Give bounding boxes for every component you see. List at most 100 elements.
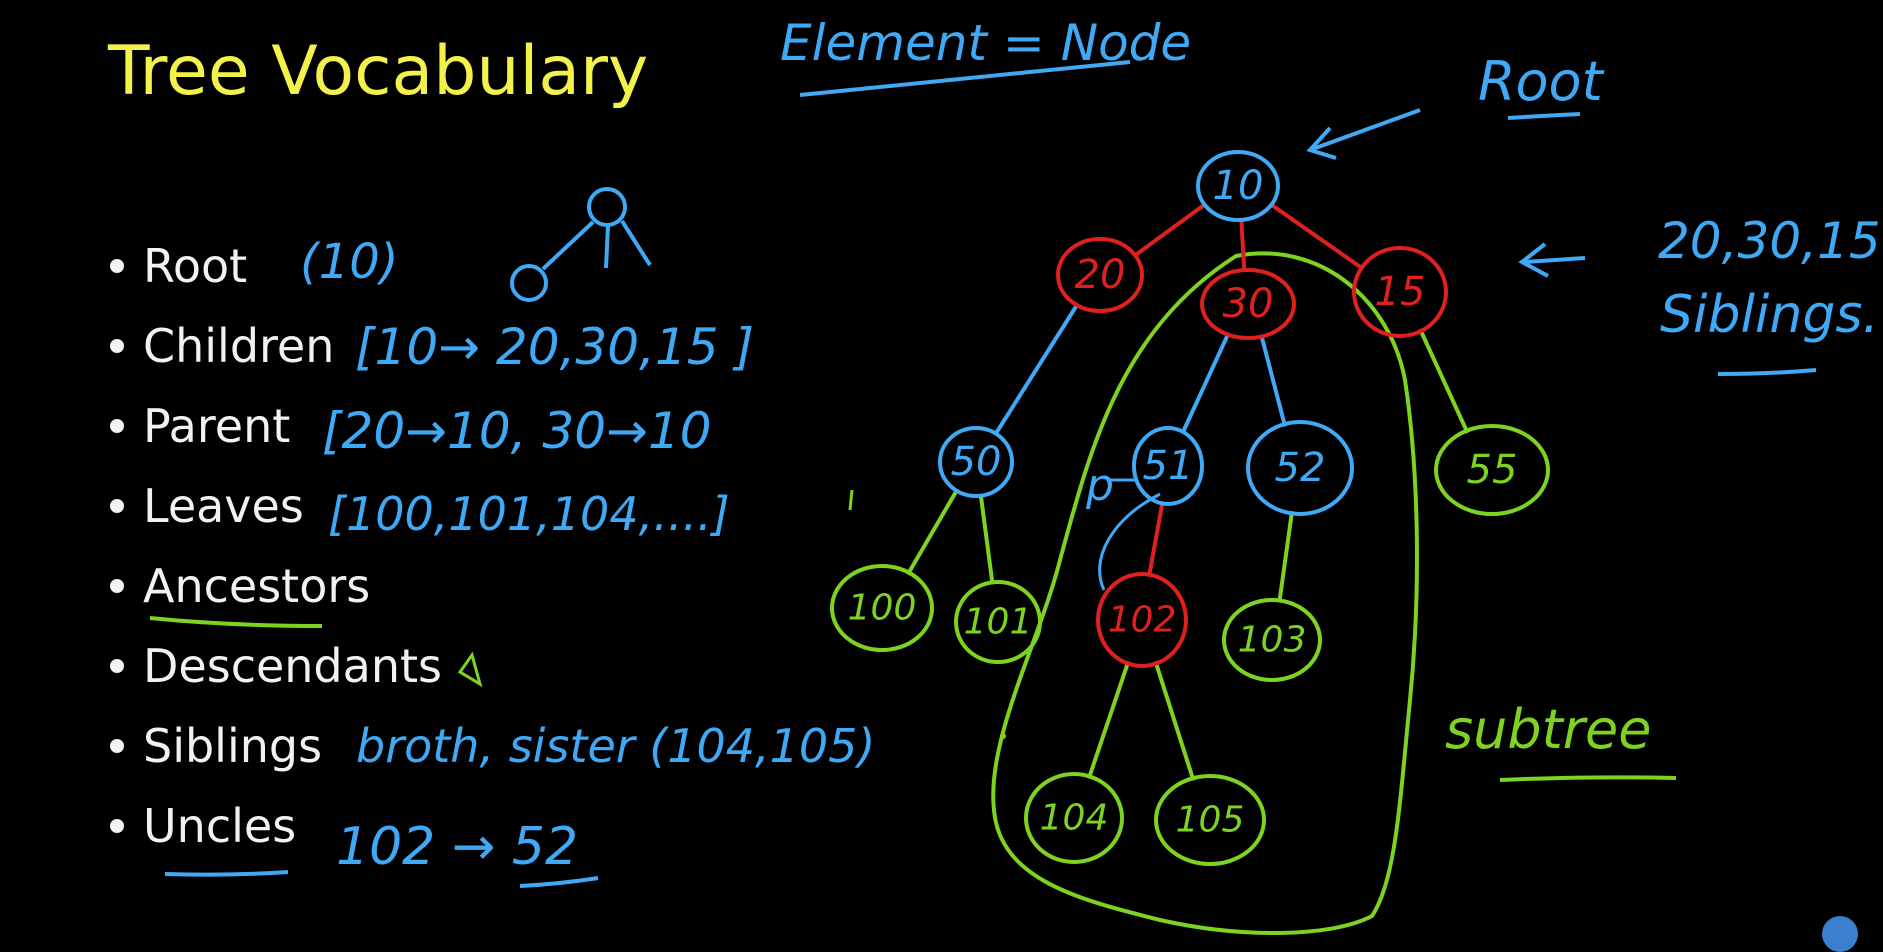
tree-edge-50-100 xyxy=(905,488,960,576)
bullet-note-siblings: broth, sister (104,105) xyxy=(356,719,875,773)
siblings-values-note: 20,30,15 xyxy=(1658,212,1881,270)
bullet-note-root: (10) xyxy=(300,234,399,290)
tree-node-100: 100 xyxy=(830,564,934,652)
tree-edges xyxy=(905,201,1470,782)
bullet-note-leaves: [100,101,104,....] xyxy=(328,487,730,541)
tree-edge-102-105 xyxy=(1153,660,1196,782)
bullet-dot xyxy=(110,819,124,833)
bullet-note-children: [10→ 20,30,15 ] xyxy=(355,318,754,376)
tree-node-30: 30 xyxy=(1200,268,1296,340)
tree-node-label: 104 xyxy=(1040,798,1109,839)
root-note-underline xyxy=(1507,112,1581,120)
tree-node-50: 50 xyxy=(938,426,1014,498)
tree-edge-30-51 xyxy=(1180,332,1231,435)
tree-node-52: 52 xyxy=(1246,420,1354,516)
tree-edge-10-20 xyxy=(1132,201,1208,259)
tree-node-circle xyxy=(954,580,1042,664)
bullet-note-parent: [20→10, 30→10 xyxy=(322,402,712,460)
ancestors-underline xyxy=(149,616,323,628)
bullet-leaves: Leaves [100,101,104,....] xyxy=(110,479,730,541)
tree-node-104: 104 xyxy=(1024,772,1124,864)
root-note: Root xyxy=(1478,50,1605,113)
tree-node-circle xyxy=(1056,237,1144,313)
tree-node-circle xyxy=(938,426,1014,498)
siblings-arrow-head xyxy=(1518,242,1549,278)
path-curve xyxy=(1098,492,1161,591)
tree-node-label: 52 xyxy=(1275,445,1326,491)
bullet-siblings: Siblings broth, sister (104,105) xyxy=(110,719,875,773)
tree-edge-30-52 xyxy=(1259,334,1288,427)
tree-node-label: 50 xyxy=(951,439,1002,485)
channel-logo-icon xyxy=(1822,916,1858,952)
tree-node-label: 10 xyxy=(1213,163,1264,209)
bullet-root: Root (10) xyxy=(110,234,399,293)
tree-nodes: 10 20 30 15 50 51 52 55 100 101 102 103 104 105 xyxy=(830,150,1550,866)
tree-node-circle xyxy=(830,564,934,652)
bullet-ancestors: Ancestors xyxy=(110,559,370,628)
bullet-parent: Parent [20→10, 30→10 xyxy=(110,399,712,460)
siblings-underline xyxy=(1717,368,1817,376)
bullet-dot xyxy=(110,659,124,673)
tree-node-label: 102 xyxy=(1108,600,1177,641)
tree-node-circle xyxy=(1024,772,1124,864)
tree-node-circle xyxy=(1096,572,1188,668)
tree-node-label: 30 xyxy=(1223,281,1274,327)
tree-node-label: 105 xyxy=(1176,800,1245,841)
bullet-note-uncles: 102 → 52 xyxy=(336,817,578,877)
bullet-term-uncles: Uncles xyxy=(143,799,296,853)
subtree-note: subtree xyxy=(1445,698,1651,761)
tree-node-51: 51 xyxy=(1132,426,1204,506)
leaves-tick xyxy=(848,489,854,511)
tree-node-103: 103 xyxy=(1222,598,1322,682)
tree-node-label: 20 xyxy=(1075,252,1126,298)
tree-node-20: 20 xyxy=(1056,237,1144,313)
root-arrow xyxy=(1309,108,1421,152)
bullet-term-parent: Parent xyxy=(143,399,290,453)
tree-node-circle xyxy=(1222,598,1322,682)
tree-node-circle xyxy=(1434,424,1550,516)
tree-node-label: 100 xyxy=(848,588,917,629)
bullet-term-leaves: Leaves xyxy=(143,479,304,533)
tree-node-55: 55 xyxy=(1434,424,1550,516)
tree-node-circle xyxy=(1352,246,1448,338)
tree-node-105: 105 xyxy=(1154,774,1266,866)
bullet-dot xyxy=(110,579,124,593)
bullet-term-ancestors: Ancestors xyxy=(143,559,370,613)
element-node-underline xyxy=(799,60,1131,97)
tree-node-circle xyxy=(1246,420,1354,516)
bullet-dot xyxy=(110,419,124,433)
tree-edge-51-102 xyxy=(1146,501,1165,578)
bullet-dot xyxy=(110,339,124,353)
bullet-dot xyxy=(110,259,124,273)
subtree-outline xyxy=(991,251,1419,936)
tree-node-label: 15 xyxy=(1375,269,1426,315)
tree-edge-20-50 xyxy=(993,302,1080,437)
bullet-children: Children [10→ 20,30,15 ] xyxy=(110,318,754,376)
tree-node-label: 101 xyxy=(964,602,1033,643)
tree-edge-10-15 xyxy=(1268,202,1365,271)
root-arrow-head xyxy=(1306,126,1337,160)
bullet-term-descendants: Descendants xyxy=(143,639,442,693)
uncles-underline xyxy=(164,870,289,877)
tree-edge-102-104 xyxy=(1086,660,1131,780)
bullet-descendants: Descendants xyxy=(110,639,483,693)
slide-title: Tree Vocabulary xyxy=(107,32,648,111)
subtree-underline xyxy=(1499,775,1677,782)
path-label: p xyxy=(1085,460,1114,511)
siblings-label-note: Siblings. xyxy=(1660,285,1879,345)
tree-edge-52-103 xyxy=(1277,510,1295,603)
bullet-term-children: Children xyxy=(143,319,334,373)
descendants-mark xyxy=(457,651,483,688)
tree-node-circle xyxy=(1196,150,1280,222)
tree-node-101: 101 xyxy=(954,580,1042,664)
uncles-52-underline xyxy=(519,876,599,888)
tree-node-label: 103 xyxy=(1238,620,1307,661)
bullet-dot xyxy=(110,499,124,513)
tree-node-circle xyxy=(1200,268,1296,340)
bullet-uncles: Uncles 102 → 52 xyxy=(110,799,599,888)
tree-node-label: 55 xyxy=(1467,447,1518,493)
tree-edge-10-30 xyxy=(1239,218,1247,272)
tree-node-10: 10 xyxy=(1196,150,1280,222)
